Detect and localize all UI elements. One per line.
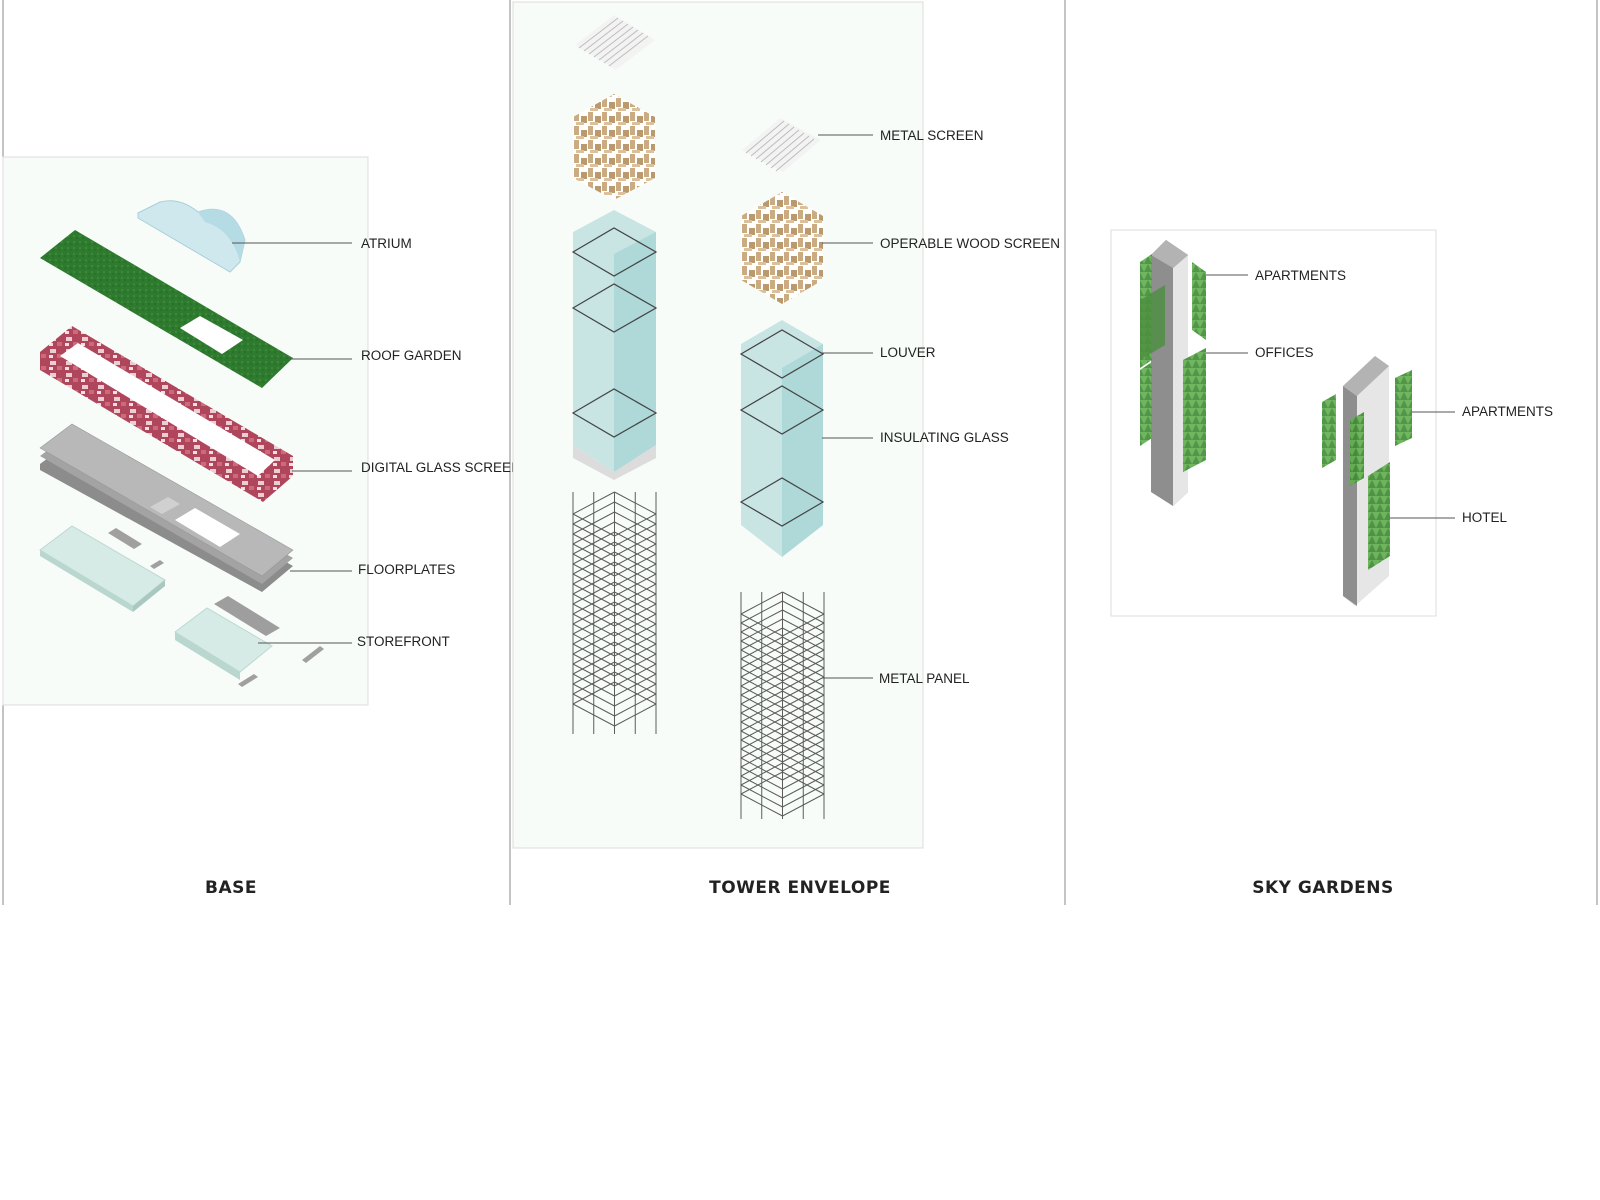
left-metal-panel (572, 491, 657, 734)
base-panel: ATRIUM ROOF GARDEN DIGITAL GLASS SCREEN … (2, 156, 521, 898)
right-metal-screen (742, 118, 821, 172)
label-hotel: HOTEL (1462, 510, 1508, 525)
label-apartments-left: APARTMENTS (1255, 268, 1346, 283)
label-metal-screen: METAL SCREEN (880, 128, 984, 143)
tower-envelope-panel: METAL SCREEN OPERABLE WOOD SCREEN LOUVER… (512, 1, 1060, 898)
atrium-component (137, 200, 246, 273)
label-operable-wood-screen: OPERABLE WOOD SCREEN (880, 236, 1060, 251)
left-tower (1140, 240, 1206, 506)
label-offices: OFFICES (1255, 345, 1314, 360)
left-wood-screen (573, 94, 655, 200)
right-tower (1322, 356, 1412, 606)
label-digital-glass-screen: DIGITAL GLASS SCREEN (361, 460, 521, 475)
sky-gardens-panel: APARTMENTS OFFICES APARTMENTS HOTEL SKY … (1110, 229, 1553, 898)
label-louver: LOUVER (880, 345, 936, 360)
floorplates-component (39, 423, 294, 592)
label-floorplates: FLOORPLATES (358, 562, 455, 577)
right-metal-panel (740, 591, 825, 819)
right-wood-screen (741, 192, 823, 304)
storefront-component (39, 525, 324, 687)
panel-title-sky-gardens: SKY GARDENS (1252, 878, 1394, 898)
left-insulating-glass (571, 210, 658, 480)
label-metal-panel: METAL PANEL (879, 671, 970, 686)
label-apartments-right: APARTMENTS (1462, 404, 1553, 419)
roof-garden-component (40, 230, 293, 388)
left-metal-screen (575, 15, 655, 70)
panel-title-tower-envelope: TOWER ENVELOPE (709, 878, 891, 898)
label-storefront: STOREFRONT (357, 634, 450, 649)
digital-glass-screen-component (40, 326, 293, 502)
right-insulating-glass (739, 320, 825, 557)
label-insulating-glass: INSULATING GLASS (880, 430, 1009, 445)
panel-title-base: BASE (205, 878, 257, 898)
label-atrium: ATRIUM (361, 236, 412, 251)
label-roof-garden: ROOF GARDEN (361, 348, 462, 363)
